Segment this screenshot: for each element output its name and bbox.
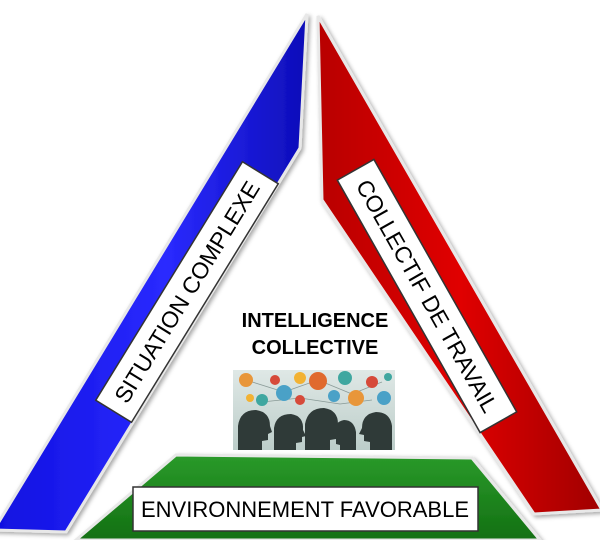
center-title-line2: COLLECTIVE	[251, 337, 379, 359]
center-title: INTELLIGENCE COLLECTIVE	[220, 308, 410, 362]
center-illustration	[233, 370, 395, 450]
left-arm-situation-complexe: SITUATION COMPLEXE	[0, 13, 309, 534]
bottom-base-environnement-favorable: ENVIRONNEMENT FAVORABLE	[73, 453, 542, 540]
center-title-line1: INTELLIGENCE	[241, 310, 389, 332]
right-label-box	[336, 158, 518, 434]
bottom-label: ENVIRONNEMENT FAVORABLE	[141, 497, 469, 522]
left-label-box	[94, 160, 280, 424]
bottom-label-box	[132, 486, 479, 532]
